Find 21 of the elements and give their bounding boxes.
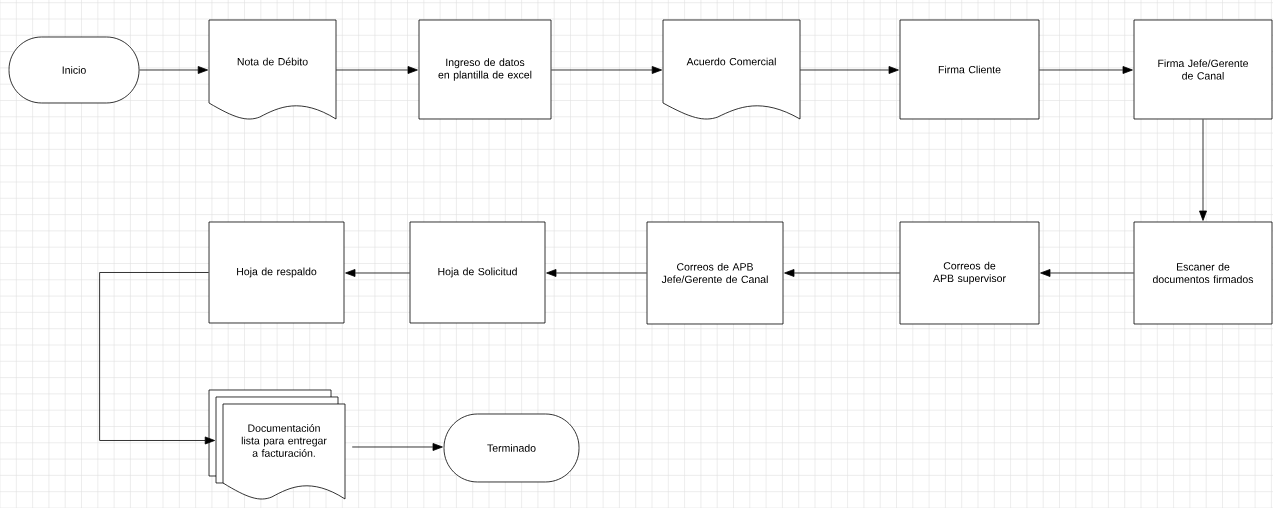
arrow xyxy=(799,66,899,74)
process-box: Firma Cliente xyxy=(899,19,1040,120)
arrow xyxy=(1039,66,1133,74)
process-box: Hoja de respaldo xyxy=(208,221,345,324)
arrow xyxy=(139,66,209,74)
process-box: Hoja de Solicitud xyxy=(409,221,546,324)
arrow xyxy=(546,269,647,277)
process-box: Firma Jefe/Gerente de Canal xyxy=(1133,19,1273,120)
process-box: Correos de APB Jefe/Gerente de Canal xyxy=(646,221,784,325)
arrow xyxy=(335,66,418,74)
node-label: Documentación lista para entregar a facturación. xyxy=(241,424,327,457)
process-box: Ingreso de datos en plantilla de excel xyxy=(418,19,552,120)
arrow xyxy=(784,269,900,277)
process-box: Correos de APB supervisor xyxy=(899,221,1040,325)
arrow xyxy=(99,272,216,445)
arrow xyxy=(1040,269,1134,277)
process-box: Escaner de documentos firmados xyxy=(1133,221,1273,325)
arrow xyxy=(1199,119,1207,221)
arrow xyxy=(351,443,443,451)
arrow xyxy=(551,66,663,74)
arrow xyxy=(345,269,410,277)
